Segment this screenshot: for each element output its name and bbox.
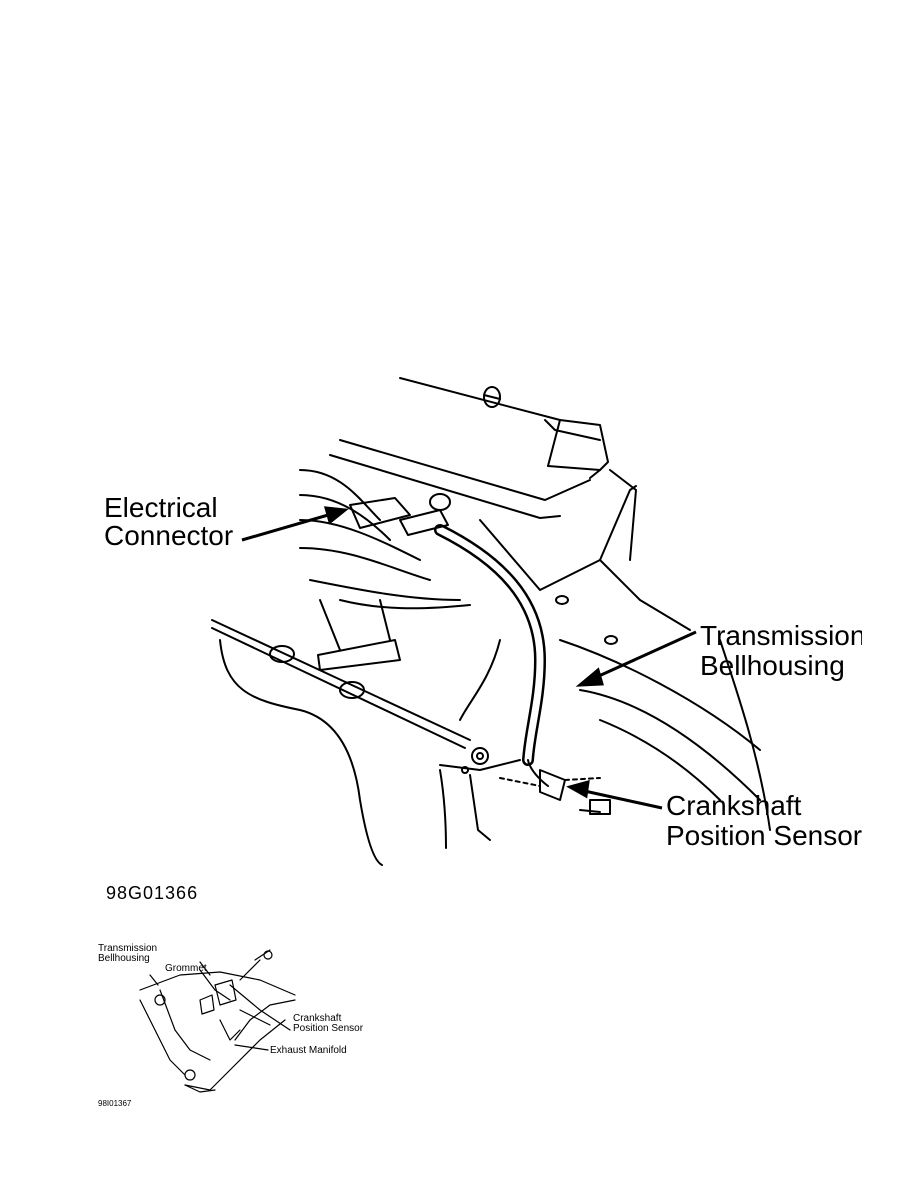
detail-transmission-label: Transmission Bellhousing [98,944,157,964]
transmission-label-line2: Bellhousing [700,650,845,681]
detail-crankshaft-label: Crankshaft Position Sensor [293,1014,363,1034]
crankshaft-label-line1: Crankshaft [666,792,802,821]
electrical-connector-label-line1: Electrical [104,492,218,523]
electrical-connector-label: Electrical Connector [104,494,233,550]
transmission-label-line1: Transmission [700,622,862,651]
crankshaft-label-line2: Position Sensor [666,820,862,851]
detail-transmission-line2: Bellhousing [98,953,150,964]
crankshaft-position-sensor-label: Crankshaft Position Sensor [666,792,862,854]
detail-figure-code: 98I01367 [98,1099,132,1108]
main-figure-code: 98G01366 [106,883,199,903]
detail-exhaust-manifold-label: Exhaust Manifold [270,1045,347,1056]
detail-crankshaft-line2: Position Sensor [293,1023,364,1034]
detail-grommet-label: Grommet [165,963,207,974]
transmission-bellhousing-label: Transmission Bellhousing [700,622,862,684]
electrical-connector-label-line2: Connector [104,520,234,551]
detail-crankshaft-line1: Crankshaft [293,1013,342,1024]
detail-transmission-line1: Transmission [98,943,158,954]
